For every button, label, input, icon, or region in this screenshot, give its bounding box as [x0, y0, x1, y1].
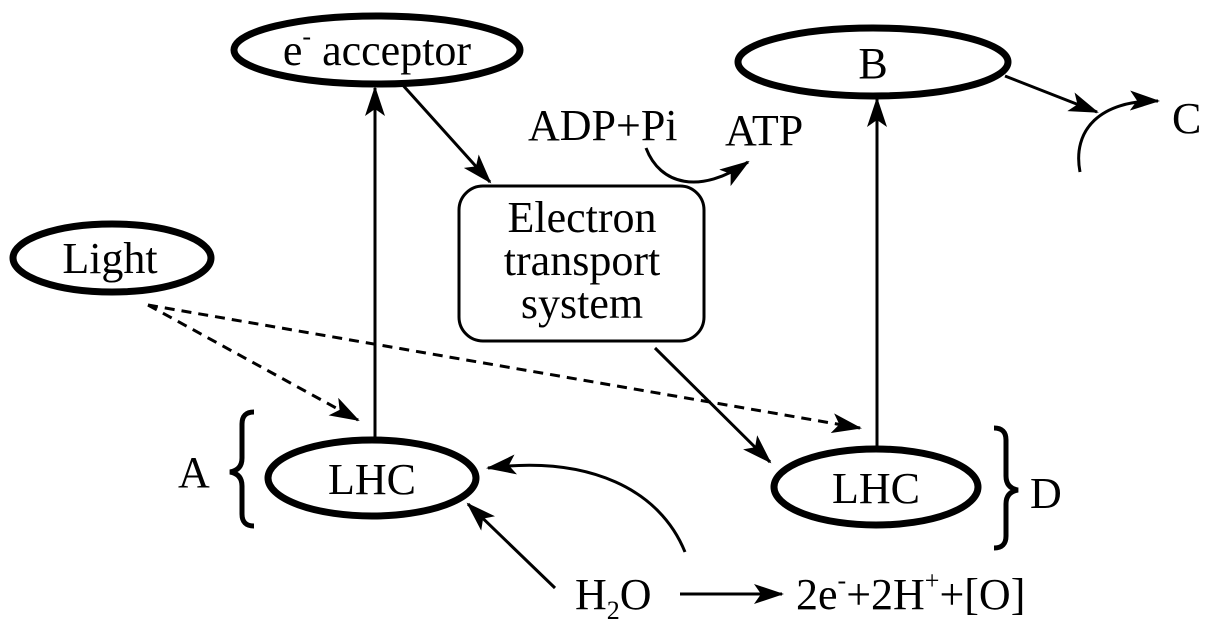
- lhc-left-label: LHC: [328, 455, 416, 504]
- water-products-label: 2e-+2H++[O]: [796, 566, 1025, 619]
- brace-d: [993, 425, 1019, 551]
- lhc-left-node: LHC: [264, 436, 480, 520]
- arrow-b-to-c: [1004, 74, 1099, 114]
- c-label: C: [1172, 94, 1201, 143]
- brace-a: [229, 409, 255, 529]
- adp-pi-label: ADP+Pi: [528, 101, 678, 150]
- light-node: Light: [9, 220, 215, 296]
- b-label: B: [858, 39, 887, 88]
- curved-arrow-electrons-to-lhc-left: [486, 454, 687, 553]
- atp-label: ATP: [725, 106, 803, 155]
- light-label: Light: [62, 234, 157, 283]
- ets-label-line-1: Electron: [507, 193, 656, 242]
- d-label: D: [1030, 469, 1062, 518]
- lhc-right-label: LHC: [832, 464, 920, 513]
- arrow-ets-to-lhc-right: [653, 346, 772, 464]
- curved-arrow-to-c: [1077, 90, 1160, 173]
- a-label: A: [178, 448, 210, 497]
- lhc-right-node: LHC: [770, 445, 982, 529]
- e-acceptor-label: e- acceptor: [283, 22, 472, 75]
- ets-label-line-3: system: [521, 279, 643, 328]
- curved-arrow-adp-to-atp: [644, 147, 750, 187]
- electron-transport-system-node: Electron transport system: [457, 184, 706, 343]
- arrow-e-acceptor-to-ets: [398, 80, 492, 184]
- water-label: H2O: [575, 570, 652, 625]
- e-acceptor-node: e- acceptor: [230, 12, 524, 88]
- dashed-arrow-light-to-lhc-right: [147, 303, 862, 434]
- dashed-arrow-light-to-lhc-left: [147, 303, 360, 422]
- ets-label-line-2: transport: [504, 236, 660, 285]
- arrow-water-to-lhc-left: [466, 502, 557, 590]
- b-node: B: [734, 24, 1012, 100]
